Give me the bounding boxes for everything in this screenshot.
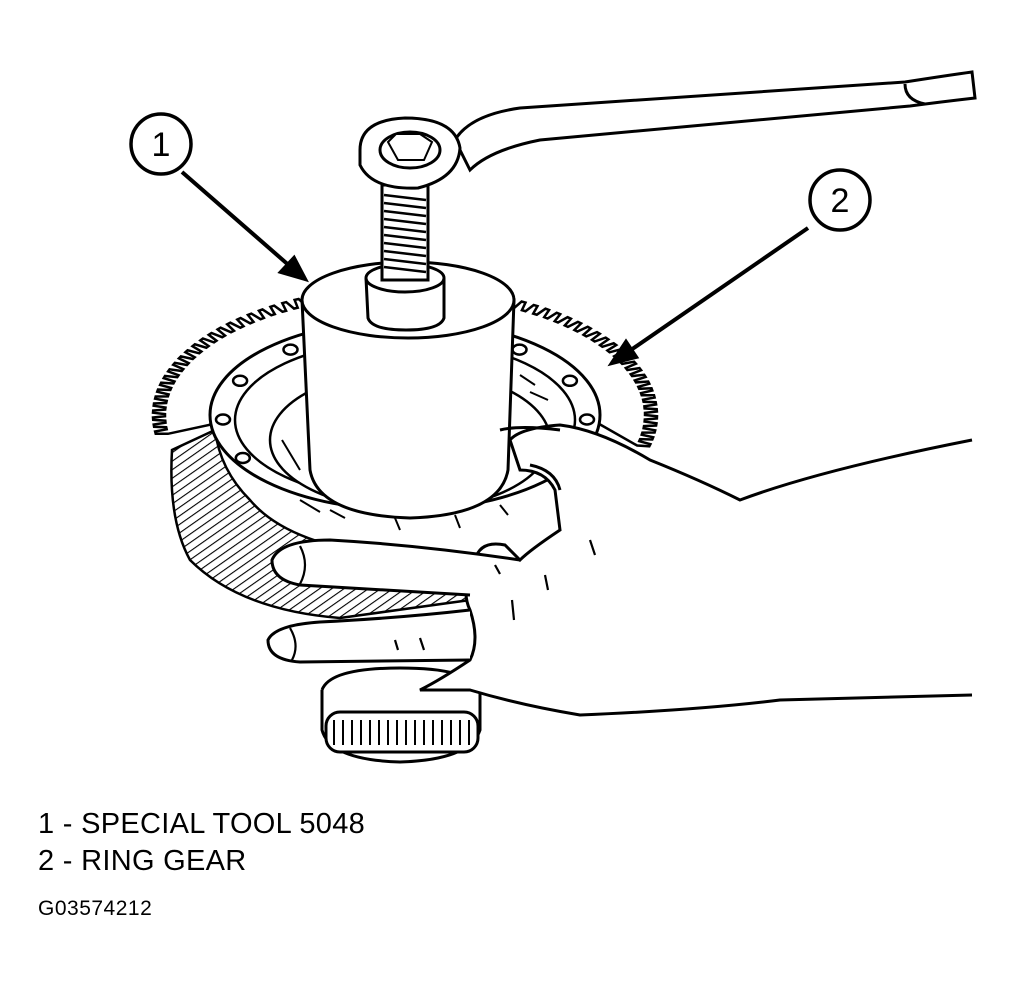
screw-thread xyxy=(383,193,427,202)
callout-1-number: 1 xyxy=(152,126,171,164)
legend-item-special-tool: 1 - SPECIAL TOOL 5048 xyxy=(38,808,366,840)
bolt-hole xyxy=(282,343,299,356)
arrowhead-2 xyxy=(607,338,640,367)
bolt-hole xyxy=(214,413,232,426)
special-tool-5048 xyxy=(300,260,516,520)
legend-item-ring-gear: 2 - RING GEAR xyxy=(38,845,247,877)
wrench xyxy=(358,70,977,190)
screw-thread xyxy=(383,241,427,250)
legend: 1 - SPECIAL TOOL 5048 2 - RING GEAR xyxy=(38,806,365,880)
bolt-hole xyxy=(234,451,252,465)
bolt-hole xyxy=(231,374,249,388)
bolt-hole xyxy=(578,413,596,426)
hands xyxy=(266,423,973,717)
callout-1: 1 xyxy=(129,112,193,176)
arrowhead-1 xyxy=(277,254,309,283)
screw-thread xyxy=(383,225,427,234)
bolt-hole xyxy=(511,343,528,356)
leader-arrow-1 xyxy=(180,170,294,270)
screw-thread xyxy=(383,265,427,274)
lower-bearing xyxy=(320,666,482,764)
callout-arrows xyxy=(180,170,810,367)
leader-arrow-2 xyxy=(626,226,810,354)
screw-thread xyxy=(383,201,427,210)
forcing-screw xyxy=(380,183,430,282)
screw-thread xyxy=(383,209,427,218)
screw-thread xyxy=(383,257,427,266)
callout-2: 2 xyxy=(808,168,872,232)
screw-thread xyxy=(383,249,427,258)
bolt-hole xyxy=(561,374,579,388)
figure-code: G03574212 xyxy=(38,897,153,920)
screw-thread xyxy=(383,233,427,242)
screw-thread xyxy=(383,217,427,226)
callout-2-number: 2 xyxy=(831,182,850,220)
